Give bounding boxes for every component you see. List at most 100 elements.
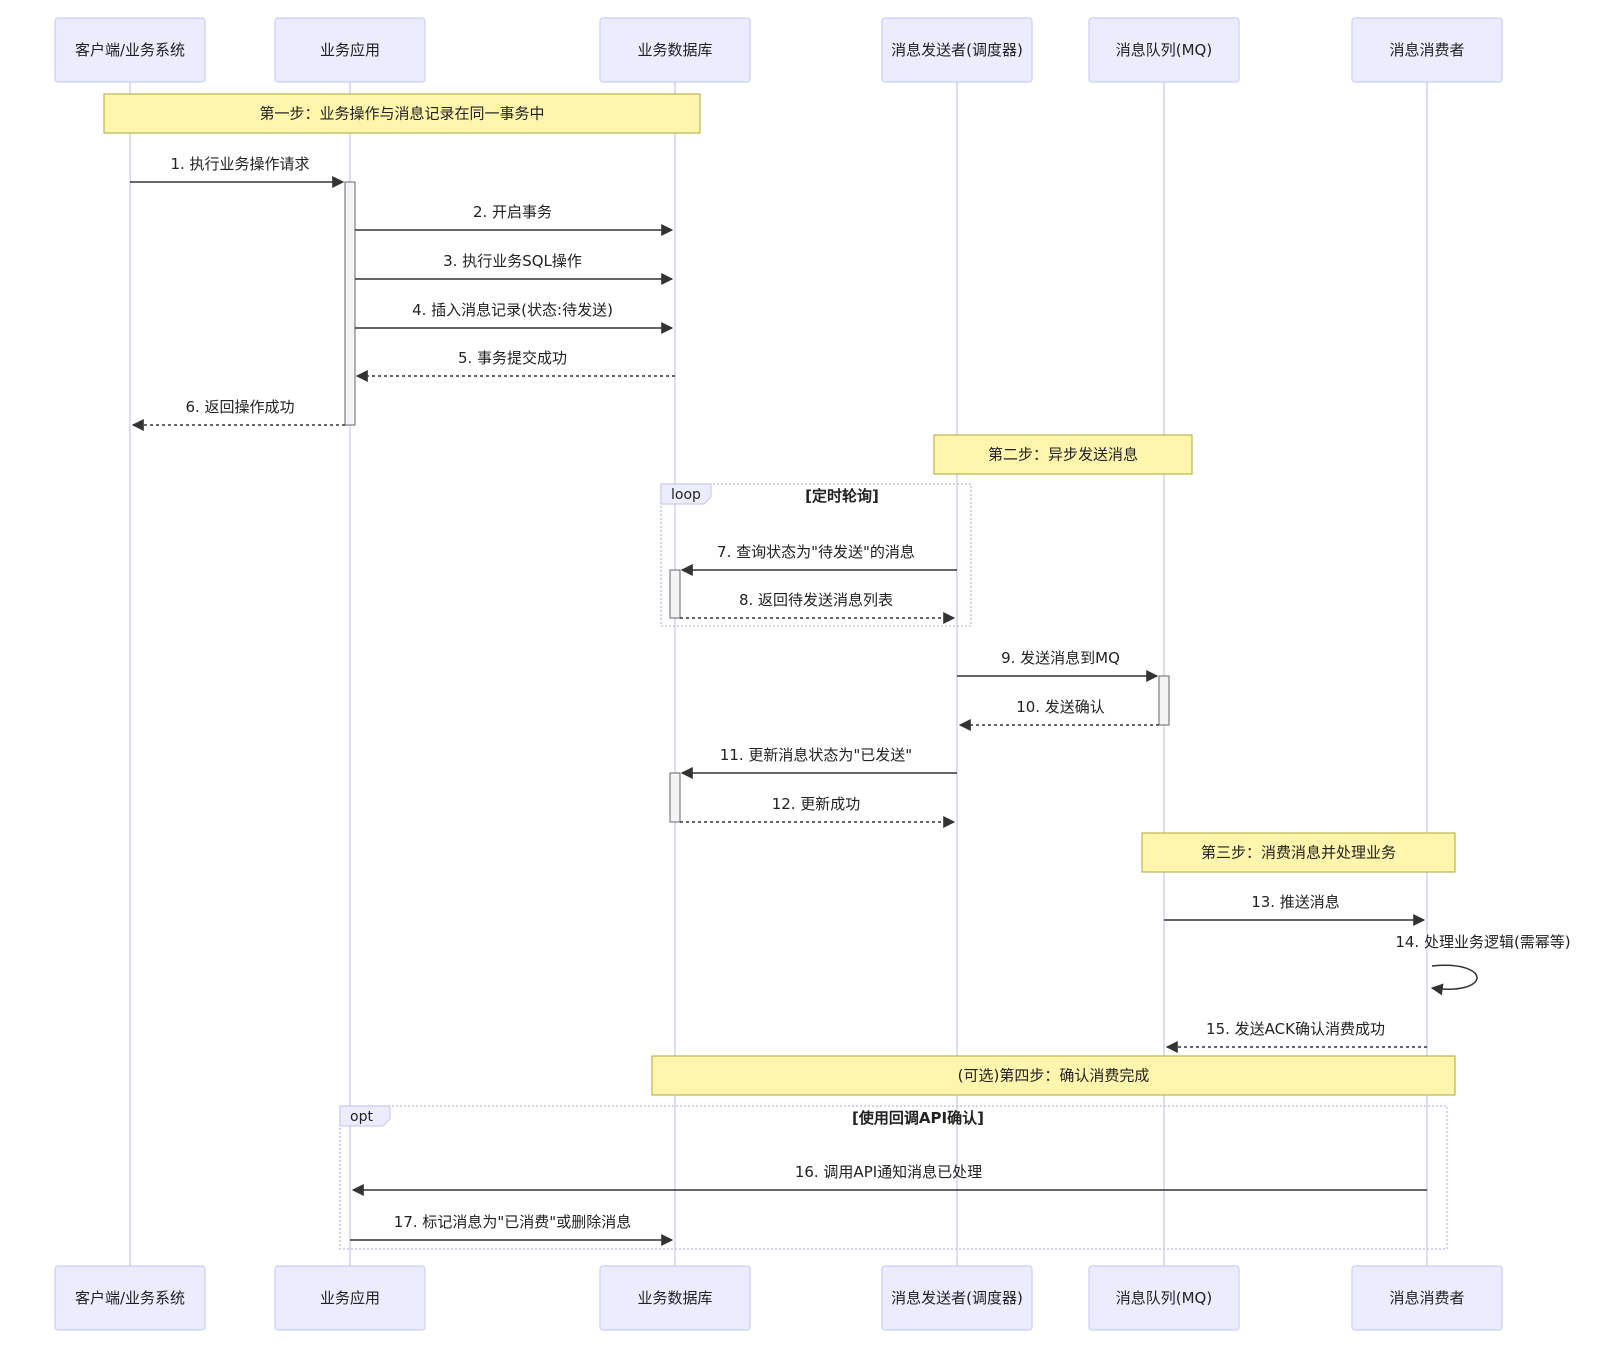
- actor-box: [1351, 17, 1503, 83]
- actor-box: [1351, 1265, 1503, 1331]
- actor-label: 消息发送者(调度器): [891, 1289, 1023, 1307]
- message-3: 3. 执行业务SQL操作: [355, 252, 674, 285]
- message-5: 5. 事务提交成功: [355, 349, 675, 382]
- fragment-opt: opt [使用回调API确认]: [339, 1105, 1448, 1250]
- message-14: 14. 处理业务逻辑(需幂等): [1395, 933, 1571, 996]
- message-12: 12. 更新成功: [680, 795, 956, 828]
- actor-label: 客户端/业务系统: [75, 1289, 185, 1307]
- message-label: 11. 更新消息状态为"已发送": [720, 746, 912, 764]
- message-9: 9. 发送消息到MQ: [957, 649, 1159, 682]
- fragment-keyword: loop: [671, 487, 701, 503]
- message-label: 2. 开启事务: [473, 203, 552, 221]
- actor-box: [54, 1265, 206, 1331]
- actor-client-bottom: 客户端/业务系统: [54, 1265, 206, 1331]
- actor-sender-top: 消息发送者(调度器): [881, 17, 1033, 83]
- message-label: 15. 发送ACK确认消费成功: [1206, 1020, 1385, 1038]
- actor-label: 业务应用: [320, 1289, 380, 1307]
- message-label: 3. 执行业务SQL操作: [443, 252, 582, 270]
- message-label: 1. 执行业务操作请求: [170, 155, 309, 173]
- actor-box: [1088, 17, 1240, 83]
- actor-app-bottom: 业务应用: [274, 1265, 426, 1331]
- actor-label: 客户端/业务系统: [75, 41, 185, 59]
- actor-label: 业务数据库: [637, 1289, 712, 1307]
- message-15: 15. 发送ACK确认消费成功: [1165, 1020, 1427, 1053]
- message-label: 8. 返回待发送消息列表: [739, 591, 893, 609]
- message-label: 7. 查询状态为"待发送"的消息: [717, 543, 915, 561]
- actor-app-top: 业务应用: [274, 17, 426, 83]
- actor-box: [881, 1265, 1033, 1331]
- fragment-condition: [使用回调API确认]: [852, 1109, 984, 1127]
- actor-label: 消息队列(MQ): [1116, 41, 1212, 59]
- note-step-4: (可选)第四步：确认消费完成: [651, 1055, 1456, 1096]
- note-label: (可选)第四步：确认消费完成: [958, 1067, 1150, 1085]
- note-label: 第二步：异步发送消息: [988, 446, 1138, 464]
- actor-box: [599, 17, 751, 83]
- actor-label: 消息发送者(调度器): [891, 41, 1023, 59]
- activation-mq: [1158, 675, 1170, 726]
- message-label: 6. 返回操作成功: [185, 398, 294, 416]
- message-label: 9. 发送消息到MQ: [1001, 649, 1120, 667]
- note-label: 第三步：消费消息并处理业务: [1201, 844, 1396, 862]
- message-10: 10. 发送确认: [958, 698, 1159, 731]
- message-label: 10. 发送确认: [1016, 698, 1105, 716]
- fragment-tab: [660, 483, 712, 505]
- activation-db: [669, 772, 681, 823]
- actor-sender-bottom: 消息发送者(调度器): [881, 1265, 1033, 1331]
- actor-box: [274, 17, 426, 83]
- actor-consumer-top: 消息消费者: [1351, 17, 1503, 83]
- note-step-2: 第二步：异步发送消息: [933, 434, 1193, 475]
- actor-client-top: 客户端/业务系统: [54, 17, 206, 83]
- fragments: loop [定时轮询] opt [使用回调API确认]: [339, 483, 1448, 1250]
- note-box: [933, 434, 1193, 475]
- actor-label: 业务应用: [320, 41, 380, 59]
- note-label: 第一步：业务操作与消息记录在同一事务中: [259, 105, 544, 123]
- actor-db-top: 业务数据库: [599, 17, 751, 83]
- notes: 第一步：业务操作与消息记录在同一事务中第二步：异步发送消息第三步：消费消息并处理…: [103, 93, 1456, 1096]
- message-1: 1. 执行业务操作请求: [130, 155, 345, 188]
- message-4: 4. 插入消息记录(状态:待发送): [355, 301, 674, 334]
- actor-box: [599, 1265, 751, 1331]
- message-6: 6. 返回操作成功: [131, 398, 345, 431]
- message-11: 11. 更新消息状态为"已发送": [680, 746, 957, 779]
- note-box: [103, 93, 701, 134]
- actor-mq-top: 消息队列(MQ): [1088, 17, 1240, 83]
- message-7: 7. 查询状态为"待发送"的消息: [680, 543, 957, 576]
- message-2: 2. 开启事务: [355, 203, 674, 236]
- actor-box: [881, 17, 1033, 83]
- message-line: [1430, 964, 1478, 996]
- activations: [344, 181, 1170, 823]
- messages: 1. 执行业务操作请求 2. 开启事务 3. 执行业务SQL操作 4. 插入消息记录(…: [130, 155, 1571, 1246]
- fragment-condition: [定时轮询]: [805, 487, 879, 505]
- message-17: 17. 标记消息为"已消费"或删除消息: [350, 1213, 674, 1246]
- message-13: 13. 推送消息: [1164, 893, 1426, 926]
- message-label: 5. 事务提交成功: [458, 349, 567, 367]
- message-label: 4. 插入消息记录(状态:待发送): [412, 301, 613, 319]
- activation-app: [344, 181, 356, 426]
- fragment-keyword: opt: [350, 1109, 373, 1125]
- actor-label: 消息队列(MQ): [1116, 1289, 1212, 1307]
- actor-box: [54, 17, 206, 83]
- actors: 客户端/业务系统客户端/业务系统业务应用业务应用业务数据库业务数据库消息发送者(…: [54, 17, 1503, 1331]
- note-step-1: 第一步：业务操作与消息记录在同一事务中: [103, 93, 701, 134]
- note-box: [1141, 832, 1456, 873]
- note-step-3: 第三步：消费消息并处理业务: [1141, 832, 1456, 873]
- fragment-loop: loop [定时轮询]: [660, 483, 972, 627]
- fragment-frame: [339, 1105, 1448, 1250]
- message-label: 14. 处理业务逻辑(需幂等): [1395, 933, 1570, 951]
- actor-label: 消息消费者: [1389, 41, 1464, 59]
- message-8: 8. 返回待发送消息列表: [680, 591, 956, 624]
- fragment-tab: [339, 1105, 391, 1127]
- actor-box: [274, 1265, 426, 1331]
- message-label: 12. 更新成功: [772, 795, 861, 813]
- actor-db-bottom: 业务数据库: [599, 1265, 751, 1331]
- message-label: 16. 调用API通知消息已处理: [795, 1163, 982, 1181]
- actor-box: [1088, 1265, 1240, 1331]
- fragment-frame: [660, 483, 972, 627]
- actor-mq-bottom: 消息队列(MQ): [1088, 1265, 1240, 1331]
- message-label: 13. 推送消息: [1251, 893, 1340, 911]
- actor-label: 业务数据库: [637, 41, 712, 59]
- activation-db: [669, 569, 681, 619]
- actor-label: 消息消费者: [1389, 1289, 1464, 1307]
- note-box: [651, 1055, 1456, 1096]
